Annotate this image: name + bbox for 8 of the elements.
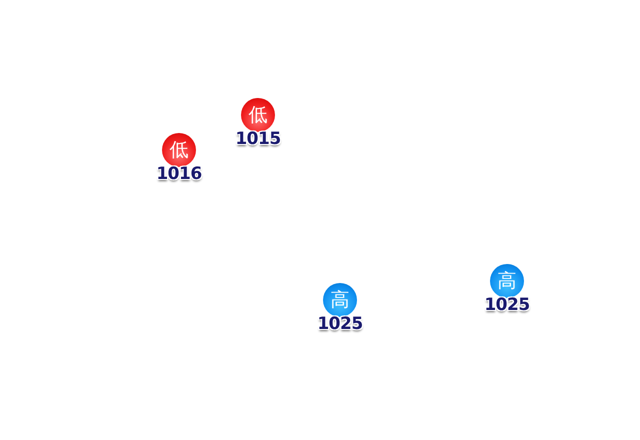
pressure-value: 1016 — [155, 164, 203, 184]
low-pressure-marker: 低 — [241, 98, 275, 132]
high-pressure-marker: 高 — [323, 283, 357, 317]
low-pressure-marker: 低 — [162, 133, 196, 167]
high-pressure-marker: 高 — [490, 264, 524, 298]
pressure-value: 1025 — [483, 295, 531, 315]
pressure-value: 1025 — [316, 314, 364, 334]
pressure-value: 1015 — [234, 129, 282, 149]
